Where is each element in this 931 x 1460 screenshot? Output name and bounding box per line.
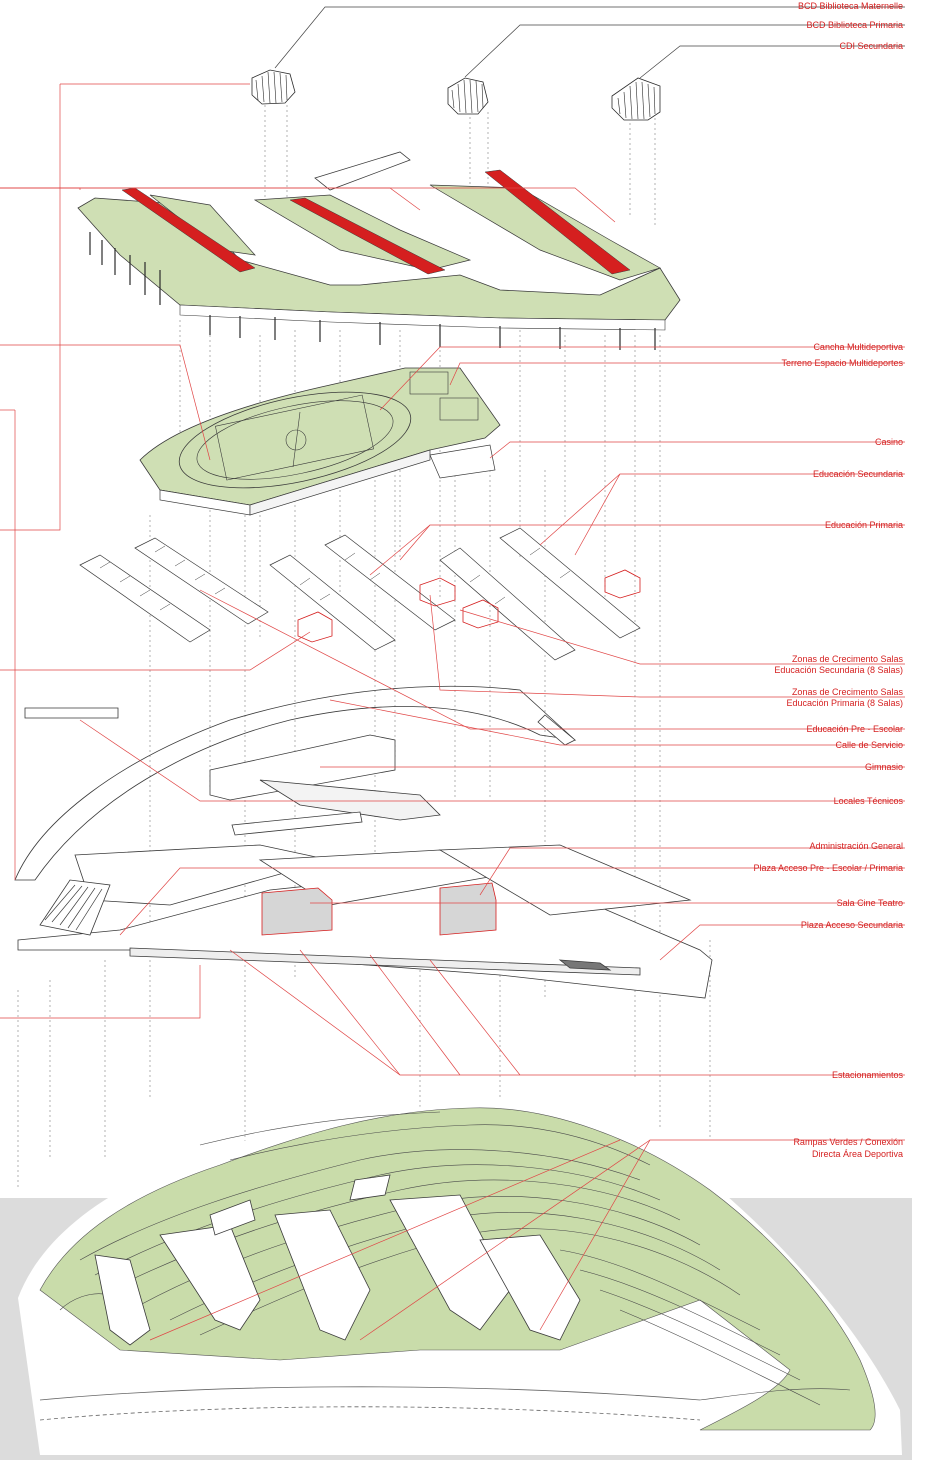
label-bcd-maternelle: BCD Biblioteca Maternelle xyxy=(797,1,903,11)
label-cancha: Cancha Multideportiva xyxy=(813,342,903,352)
label-zonas-pri-2: Educación Primaria (8 Salas) xyxy=(786,698,903,708)
label-zonas-pri-1: Zonas de Crecimento Salas xyxy=(791,687,903,697)
growth-zones xyxy=(297,569,641,643)
gym-level xyxy=(24,707,576,836)
label-bcd-primaria: BCD Biblioteca Primaria xyxy=(806,20,903,30)
label-gimnasio: Gimnasio xyxy=(864,762,903,772)
terrain-base xyxy=(0,1104,912,1460)
roof-level xyxy=(77,151,681,350)
label-zonas-sec-1: Zonas de Crecimento Salas xyxy=(791,654,903,664)
label-estacionamientos: Estacionamientos xyxy=(831,1070,903,1080)
label-terreno: Terreno Espacio Multideportes xyxy=(781,358,903,368)
label-edu-primaria: Educación Primaria xyxy=(824,520,903,530)
label-cdi-secundaria: CDI Secundaria xyxy=(839,41,903,51)
pod-leader-lines xyxy=(274,6,905,79)
label-locales: Locales Técnicos xyxy=(833,796,903,806)
label-rampas-1: Rampas Verdes / Conexión xyxy=(793,1137,903,1147)
classroom-blocks xyxy=(79,527,641,661)
library-pods xyxy=(251,69,661,121)
label-calle: Calle de Servicio xyxy=(835,740,903,750)
leader-lines xyxy=(0,83,905,1341)
sports-field-level xyxy=(139,367,501,516)
label-pre-escolar: Educación Pre - Escolar xyxy=(806,724,903,734)
label-rampas-2: Directa Área Deportiva xyxy=(811,1149,903,1159)
plaza-level xyxy=(17,844,713,999)
label-plaza-sec: Plaza Acceso Secundaria xyxy=(800,920,903,930)
label-zonas-sec-2: Educación Secundaria (8 Salas) xyxy=(774,665,903,675)
label-casino: Casino xyxy=(874,437,903,447)
label-edu-secundaria: Educación Secundaria xyxy=(812,469,903,479)
label-sala-cine: Sala Cine Teatro xyxy=(836,898,903,908)
label-administracion: Administración General xyxy=(809,841,903,851)
label-plaza-pre: Plaza Acceso Pre - Escolar / Primaria xyxy=(753,863,903,873)
